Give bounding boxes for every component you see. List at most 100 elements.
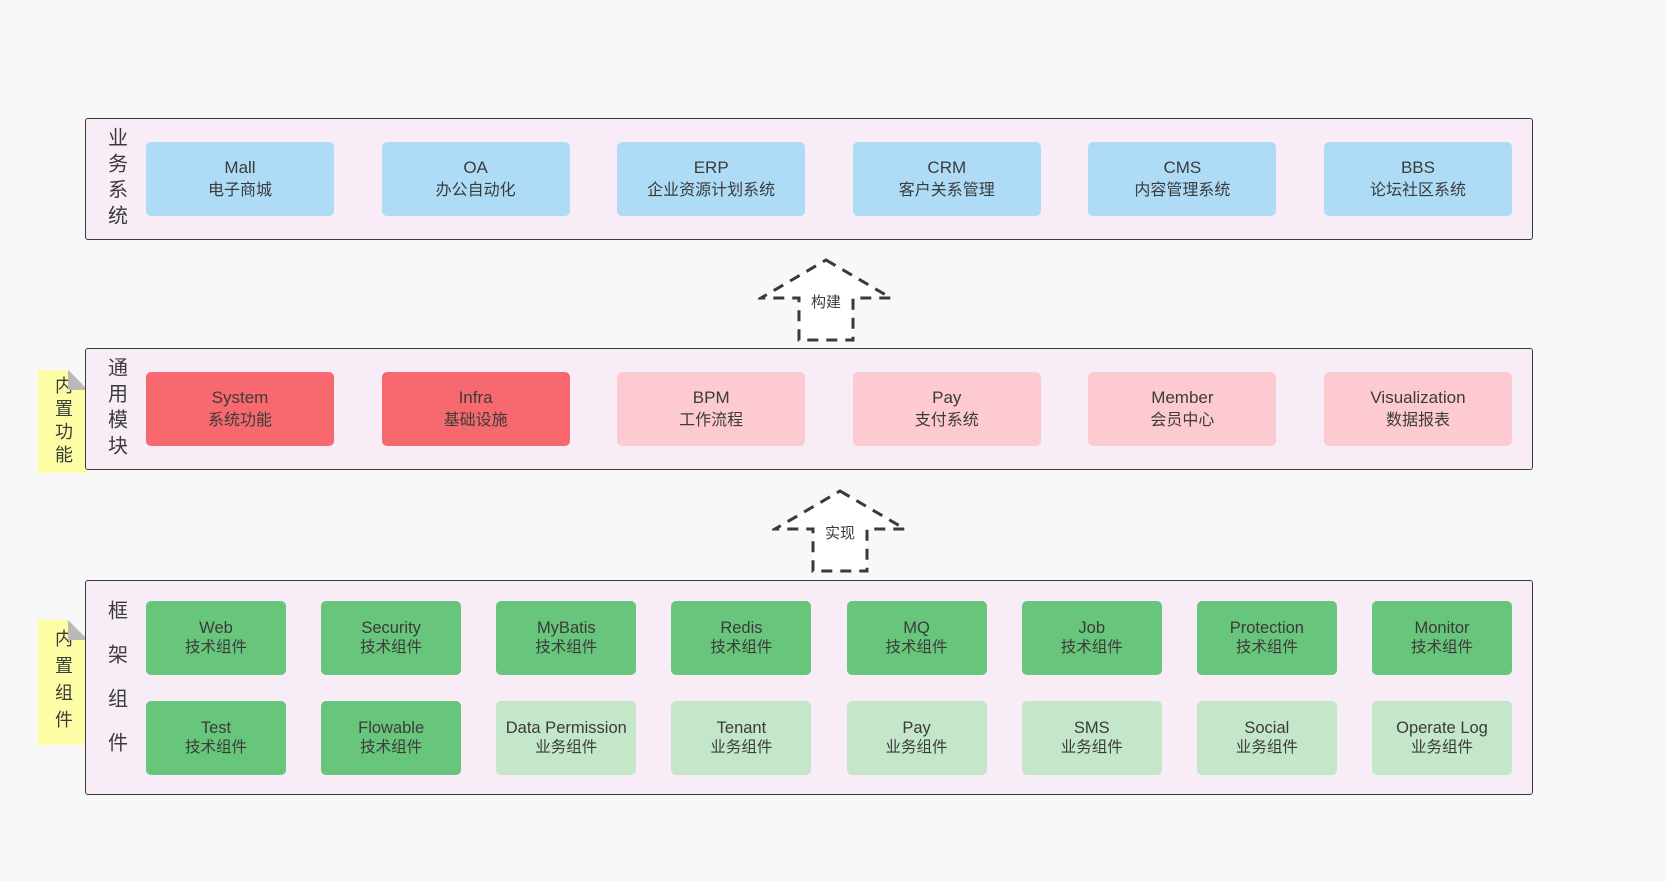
node-subtitle: 支付系统	[914, 411, 979, 429]
node-title: CMS	[1163, 157, 1202, 177]
node-title: Member	[1151, 387, 1214, 407]
node-redis: Redis 技术组件	[671, 600, 812, 675]
node-subtitle: 技术组件	[710, 639, 773, 657]
node-erp: ERP 企业资源计划系统	[617, 142, 806, 216]
node-security: Security 技术组件	[321, 600, 462, 675]
node-title: Test	[200, 718, 232, 737]
node-subtitle: 业务组件	[1235, 739, 1298, 757]
node-subtitle: 技术组件	[360, 739, 423, 757]
node-title: MQ	[903, 618, 930, 637]
node-title: Data Permission	[505, 718, 627, 737]
node-subtitle: 数据报表	[1385, 411, 1450, 429]
node-system: System 系统功能	[146, 372, 334, 446]
node-title: MyBatis	[536, 618, 596, 637]
node-monitor: Monitor 技术组件	[1371, 600, 1512, 675]
node-subtitle: 办公自动化	[435, 181, 516, 199]
arrow-implement: 实现	[772, 488, 908, 574]
band-label-framework-components: 框架组件	[104, 599, 127, 776]
components-row-2: Test 技术组件 Flowable 技术组件 Data Permission …	[146, 700, 1512, 775]
node-subtitle: 技术组件	[360, 639, 423, 657]
band-common-modules: 通用模块 System 系统功能 Infra 基础设施 BPM 工作流程 Pay…	[85, 348, 1533, 470]
node-subtitle: 技术组件	[184, 639, 247, 657]
node-title: OA	[463, 157, 488, 177]
node-oa: OA 办公自动化	[381, 142, 570, 216]
node-title: Infra	[458, 387, 493, 407]
node-subtitle: 业务组件	[1060, 739, 1123, 757]
node-subtitle: 技术组件	[535, 639, 598, 657]
node-subtitle: 技术组件	[885, 639, 948, 657]
arrow-build-label: 构建	[807, 291, 845, 312]
node-subtitle: 工作流程	[679, 411, 744, 429]
node-protection: Protection 技术组件	[1196, 600, 1337, 675]
node-infra: Infra 基础设施	[381, 372, 570, 446]
node-subtitle: 技术组件	[184, 739, 247, 757]
node-title: Tenant	[716, 718, 767, 737]
band-label-common-modules: 通用模块	[104, 357, 127, 461]
node-title: ERP	[693, 157, 729, 177]
node-subtitle: 内容管理系统	[1134, 181, 1231, 199]
node-title: Pay	[902, 718, 931, 737]
band-label-business-systems: 业务系统	[104, 127, 127, 231]
node-title: Web	[199, 618, 233, 637]
arrow-build: 构建	[758, 257, 894, 343]
arrow-implement-label: 实现	[821, 522, 859, 543]
node-subtitle: 论坛社区系统	[1369, 181, 1466, 199]
node-bpm: BPM 工作流程	[617, 372, 806, 446]
node-subtitle: 企业资源计划系统	[647, 181, 776, 199]
node-social: Social 业务组件	[1196, 700, 1337, 775]
node-test: Test 技术组件	[146, 700, 286, 775]
band-components-content: Web 技术组件 Security 技术组件 MyBatis 技术组件 Redi…	[146, 581, 1532, 794]
node-data-permission: Data Permission 业务组件	[496, 700, 637, 775]
node-title: CRM	[927, 157, 967, 177]
node-subtitle: 业务组件	[1410, 739, 1473, 757]
node-web: Web 技术组件	[146, 600, 286, 675]
node-title: Flowable	[358, 718, 425, 737]
node-mq: MQ 技术组件	[846, 600, 987, 675]
node-title: Pay	[932, 387, 962, 407]
node-title: Security	[361, 618, 421, 637]
band-business-content: Mall 电子商城 OA 办公自动化 ERP 企业资源计划系统 CRM 客户关系…	[146, 119, 1532, 239]
node-visualization: Visualization 数据报表	[1323, 372, 1512, 446]
band-business-systems: 业务系统 Mall 电子商城 OA 办公自动化 ERP 企业资源计划系统 CRM…	[85, 118, 1533, 240]
node-flowable: Flowable 技术组件	[321, 700, 462, 775]
node-subtitle: 系统功能	[207, 411, 272, 429]
node-title: BPM	[692, 387, 730, 407]
sticky-note-built-in-components: 内置组件	[38, 620, 88, 745]
node-job: Job 技术组件	[1021, 600, 1162, 675]
node-subtitle: 技术组件	[1235, 639, 1298, 657]
node-subtitle: 业务组件	[710, 739, 773, 757]
node-subtitle: 技术组件	[1410, 639, 1473, 657]
node-pay-component: Pay 业务组件	[846, 700, 987, 775]
node-title: Visualization	[1370, 387, 1466, 407]
node-mall: Mall 电子商城	[146, 142, 334, 216]
node-operate-log: Operate Log 业务组件	[1371, 700, 1512, 775]
node-title: Operate Log	[1396, 718, 1488, 737]
node-title: System	[211, 387, 269, 407]
band-framework-components: 框架组件 Web 技术组件 Security 技术组件 MyBatis 技术组件…	[85, 580, 1533, 795]
node-crm: CRM 客户关系管理	[852, 142, 1041, 216]
node-subtitle: 会员中心	[1150, 411, 1215, 429]
node-subtitle: 业务组件	[885, 739, 948, 757]
node-subtitle: 电子商城	[207, 181, 272, 199]
node-title: Job	[1078, 618, 1105, 637]
node-subtitle: 业务组件	[535, 739, 598, 757]
node-title: Monitor	[1414, 618, 1470, 637]
node-bbs: BBS 论坛社区系统	[1323, 142, 1512, 216]
node-cms: CMS 内容管理系统	[1088, 142, 1277, 216]
node-title: Protection	[1229, 618, 1304, 637]
node-subtitle: 技术组件	[1060, 639, 1123, 657]
band-modules-content: System 系统功能 Infra 基础设施 BPM 工作流程 Pay 支付系统…	[146, 349, 1532, 469]
node-sms: SMS 业务组件	[1021, 700, 1162, 775]
sticky-note-built-in-features: 内置功能	[38, 370, 88, 473]
node-title: SMS	[1073, 718, 1110, 737]
node-title: Mall	[224, 157, 256, 177]
node-tenant: Tenant 业务组件	[671, 700, 812, 775]
node-subtitle: 基础设施	[443, 411, 508, 429]
node-title: BBS	[1400, 157, 1435, 177]
node-mybatis: MyBatis 技术组件	[496, 600, 637, 675]
node-pay: Pay 支付系统	[852, 372, 1041, 446]
node-member: Member 会员中心	[1088, 372, 1277, 446]
node-title: Social	[1244, 718, 1290, 737]
node-subtitle: 客户关系管理	[898, 181, 995, 199]
